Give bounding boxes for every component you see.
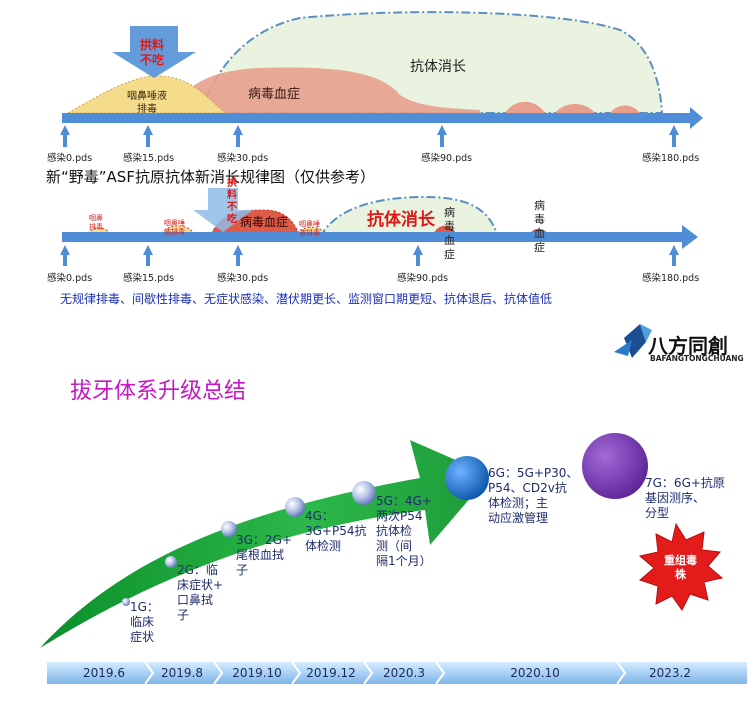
recombinant-strain-burst <box>638 522 724 611</box>
top-antibody-label: 抗体消长 <box>410 59 466 75</box>
bottom-antibody-label: 抗体消长 <box>367 210 435 230</box>
bottom-feed-refusal-label: 拱 料 不 吃 <box>227 178 237 225</box>
timeline-2020-3: 2020.3 <box>383 666 425 680</box>
stage-markers <box>122 433 648 606</box>
top-tick-label-90: 感染90.pds <box>421 153 473 164</box>
top-tick-label-30: 感染30.pds <box>217 153 269 164</box>
timeline-2019-12: 2019.12 <box>306 666 356 680</box>
timeline-2019-10: 2019.10 <box>232 666 282 680</box>
top-shedding-area <box>66 75 227 114</box>
bottom-viremia-90-label: 病 毒 血 症 <box>444 206 455 261</box>
caption: 无规律排毒、间歇性排毒、无症状感染、潜伏期更长、监测窗口期更短、抗体退后、抗体值… <box>60 292 553 306</box>
top-tick-label-0: 感染0.pds <box>47 153 93 164</box>
bottom-viremia-late-label: 病 毒 血 症 <box>534 199 545 254</box>
recombinant-strain-label: 重组毒 株 <box>664 554 697 581</box>
timeline-2020-10: 2020.10 <box>510 666 560 680</box>
top-viremia-bump-3 <box>610 105 640 113</box>
stage-2g-label: 2G：临 床症状+ 口鼻拭 子 <box>177 563 224 622</box>
timeline-2019-6: 2019.6 <box>83 666 125 680</box>
stage-4g-ball <box>285 497 305 517</box>
top-feed-refusal-label: 拱料 不吃 <box>140 38 165 67</box>
stage-3g-ball <box>221 521 237 537</box>
stage-1g-label: 1G： 临床 症状 <box>130 600 159 644</box>
bottom-tick-label-0: 感染0.pds <box>47 273 93 284</box>
timeline-bar <box>47 661 747 685</box>
logo-text: 八方同創 <box>648 334 728 358</box>
stage-7g-label: 7G：6G+抗原 基因测序、 分型 <box>645 476 725 520</box>
bottom-viremia-label: 病毒血症 <box>240 215 289 229</box>
top-viremia-bump-1 <box>505 101 545 113</box>
top-viremia-bump-2 <box>555 104 595 113</box>
section-title: 拔牙体系升级总结 <box>70 379 247 404</box>
bottom-antibody-area <box>318 195 500 238</box>
timeline-2019-8: 2019.8 <box>161 666 203 680</box>
top-tick-arrows <box>60 125 679 147</box>
stage-4g-label: 4G： 3G+P54抗 体检测 <box>305 509 367 553</box>
bottom-shedding-label-3: 咽鼻唾 液排毒 <box>299 220 320 237</box>
stage-5g-label: 5G：4G+ 两次P54 抗体检 测（间 隔1个月） <box>376 494 432 568</box>
top-chart <box>60 11 703 147</box>
logo-mark <box>614 324 652 358</box>
top-tick-label-180: 感染180.pds <box>642 153 700 164</box>
stage-5g-ball <box>352 481 376 505</box>
top-tick-label-15: 感染15.pds <box>123 153 175 164</box>
bottom-tick-label-15: 感染15.pds <box>123 273 175 284</box>
stage-7g-ball <box>582 433 648 499</box>
chart-title: 新“野毒”ASF抗原抗体新消长规律图（仅供参考） <box>46 168 375 186</box>
stage-6g-label: 6G：5G+P30、 P54、CD2v抗 体检测；主 动应激管理 <box>488 466 579 525</box>
stage-2g-ball <box>165 556 177 568</box>
logo-subtext: BAFANGTONGCHUANG <box>650 354 744 363</box>
bottom-tick-label-30: 感染30.pds <box>217 273 269 284</box>
bottom-tick-label-180: 感染180.pds <box>642 273 700 284</box>
stage-6g-ball <box>445 456 489 500</box>
stage-3g-label: 3G：2G+ 尾根血拭 子 <box>236 533 292 577</box>
stage-1g-ball <box>122 598 130 606</box>
bottom-shedding-label-2: 咽鼻唾 液排毒 <box>164 219 185 236</box>
bottom-axis-arrow <box>62 225 698 249</box>
progression-arrow <box>40 440 490 648</box>
timeline-2023-2: 2023.2 <box>649 666 691 680</box>
top-viremia-area <box>170 67 480 113</box>
bottom-tick-label-90: 感染90.pds <box>397 273 449 284</box>
bottom-chart <box>60 188 698 266</box>
top-shedding-label: 咽鼻唾液 排毒 <box>127 91 167 115</box>
bottom-tick-arrows <box>60 245 679 266</box>
top-viremia-label: 病毒血症 <box>248 87 301 102</box>
top-axis-arrow <box>62 107 703 129</box>
top-feed-refusal-arrow <box>112 26 196 78</box>
bottom-feed-refusal-arrow <box>193 188 253 232</box>
bottom-shedding-label-1: 咽鼻 排毒 <box>89 214 103 231</box>
